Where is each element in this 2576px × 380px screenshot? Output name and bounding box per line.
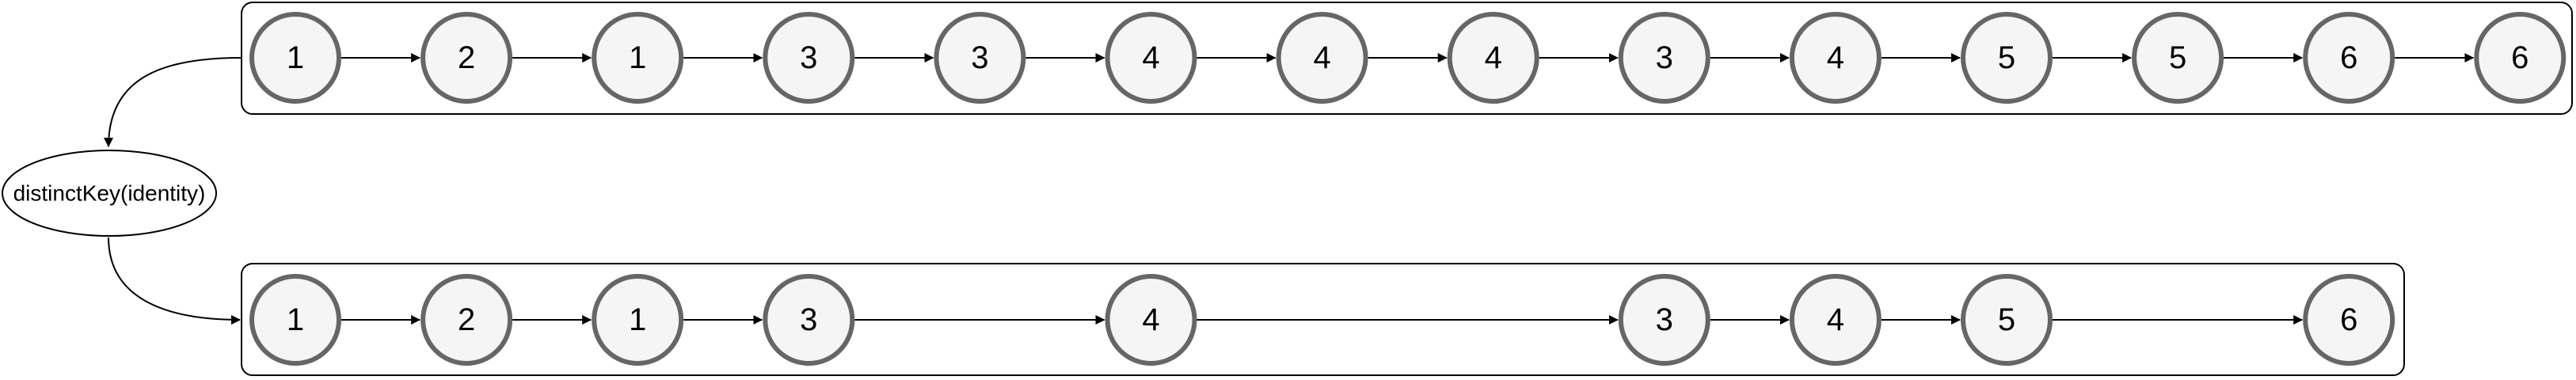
input-node: 1 <box>249 12 341 104</box>
edge-input-to-operator <box>104 57 242 147</box>
output-node-label: 3 <box>800 302 817 337</box>
output-node: 6 <box>2303 274 2395 366</box>
input-node-circle <box>2474 12 2566 104</box>
input-node: 5 <box>1961 12 2053 104</box>
output-node-label: 2 <box>458 302 475 337</box>
input-node-label: 6 <box>2340 40 2357 75</box>
input-node-label: 3 <box>971 40 988 75</box>
output-stream-frame <box>241 263 2405 376</box>
input-node-circle <box>2303 12 2395 104</box>
output-node-circle <box>249 274 341 366</box>
input-node: 3 <box>763 12 855 104</box>
input-node-label: 4 <box>1313 40 1330 75</box>
output-node: 1 <box>592 274 684 366</box>
input-node-label: 5 <box>2169 40 2186 75</box>
input-node: 1 <box>592 12 684 104</box>
output-node-label: 1 <box>629 302 646 337</box>
input-node-label: 5 <box>1998 40 2015 75</box>
input-node-label: 4 <box>1142 40 1159 75</box>
input-node: 4 <box>1276 12 1368 104</box>
output-node: 2 <box>420 274 513 366</box>
input-node-circle <box>1961 12 2053 104</box>
output-node-circle <box>1789 274 1882 366</box>
edge-operator-to-output <box>108 237 241 325</box>
input-node-circle <box>592 12 684 104</box>
output-node-circle <box>1105 274 1197 366</box>
input-node: 4 <box>1105 12 1197 104</box>
input-node-label: 3 <box>1656 40 1673 75</box>
input-node-label: 4 <box>1485 40 1502 75</box>
output-node: 4 <box>1105 274 1197 366</box>
input-node-circle <box>1276 12 1368 104</box>
output-node-label: 5 <box>1998 302 2015 337</box>
input-node: 2 <box>420 12 513 104</box>
output-node-circle <box>420 274 513 366</box>
output-node-label: 4 <box>1142 302 1159 337</box>
operator-label: distinctKey(identity) <box>13 181 206 206</box>
output-node: 1 <box>249 274 341 366</box>
input-node-circle <box>1618 12 1710 104</box>
input-node: 4 <box>1447 12 1539 104</box>
input-node: 6 <box>2303 12 2395 104</box>
input-node-label: 6 <box>2511 40 2528 75</box>
output-node: 4 <box>1789 274 1882 366</box>
input-node: 3 <box>1618 12 1710 104</box>
input-node-circle <box>1789 12 1882 104</box>
output-node-label: 4 <box>1827 302 1844 337</box>
output-node: 3 <box>763 274 855 366</box>
input-node-label: 2 <box>458 40 475 75</box>
input-node-label: 3 <box>800 40 817 75</box>
input-node-circle <box>763 12 855 104</box>
output-node-label: 6 <box>2340 302 2357 337</box>
input-node: 4 <box>1789 12 1882 104</box>
output-node-circle <box>2303 274 2395 366</box>
input-node-label: 1 <box>629 40 646 75</box>
output-node: 3 <box>1618 274 1710 366</box>
input-node-circle <box>249 12 341 104</box>
input-node-label: 1 <box>287 40 304 75</box>
output-node-circle <box>1961 274 2053 366</box>
output-node-label: 3 <box>1656 302 1673 337</box>
input-node: 6 <box>2474 12 2566 104</box>
input-node-label: 4 <box>1827 40 1844 75</box>
operator-node: distinctKey(identity) <box>2 150 217 237</box>
output-node-label: 1 <box>287 302 304 337</box>
input-node-circle <box>1105 12 1197 104</box>
input-stream: 1 2 1 3 3 4 4 4 3 4 5 5 6 6 <box>249 12 2566 104</box>
output-node: 5 <box>1961 274 2053 366</box>
input-node: 5 <box>2132 12 2224 104</box>
input-node: 3 <box>934 12 1026 104</box>
output-node-circle <box>592 274 684 366</box>
input-node-circle <box>1447 12 1539 104</box>
input-node-circle <box>2132 12 2224 104</box>
output-node-circle <box>1618 274 1710 366</box>
operator-ellipse <box>2 150 217 237</box>
input-node-circle <box>420 12 513 104</box>
output-node-circle <box>763 274 855 366</box>
output-stream: 1 2 1 3 4 3 4 5 6 <box>249 274 2395 366</box>
input-node-circle <box>934 12 1026 104</box>
